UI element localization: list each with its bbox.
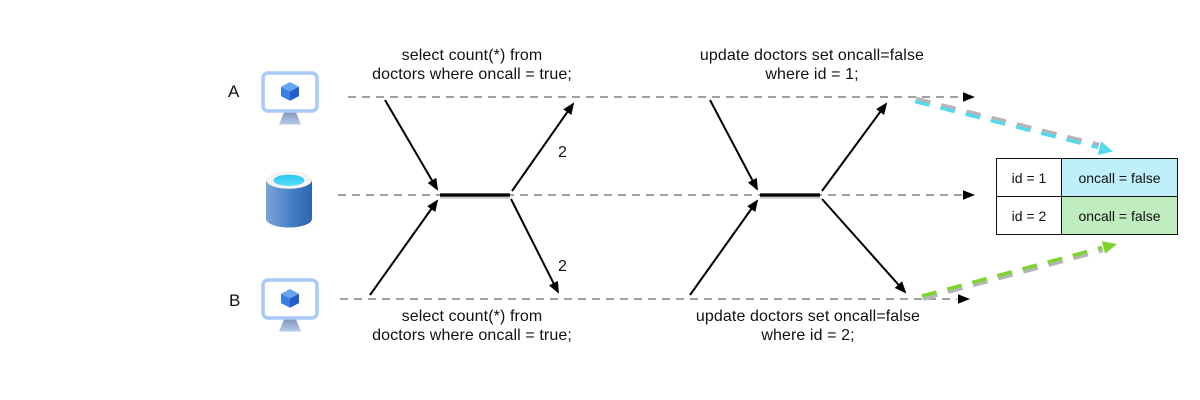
cube-glyph (281, 82, 299, 101)
client-a-monitor-icon (261, 71, 319, 125)
update-query-a-line1: update doctors set oncall=false (699, 47, 925, 64)
update-b-request-arrow (689, 199, 759, 296)
timeline-a-arrowhead (963, 92, 975, 102)
client-a-label: A (228, 82, 240, 101)
select-b-result-count: 2 (558, 258, 567, 275)
table-row: id = 1 oncall = false (996, 158, 1178, 197)
row2-id-cell: id = 2 (996, 196, 1062, 235)
row2-oncall-cell: oncall = false (1061, 196, 1178, 235)
select-query-b-line1: select count(*) from (401, 308, 543, 325)
result-arrow-b (921, 241, 1117, 301)
select-b-request-arrow (369, 199, 439, 296)
result-arrow-a-head (1097, 141, 1113, 155)
select-a-request-arrow (384, 99, 439, 191)
update-query-b-line2: where id = 2; (761, 327, 855, 344)
update-query-b-line1: update doctors set oncall=false (695, 308, 921, 325)
timeline-database (338, 190, 975, 200)
select-query-b: select count(*) from doctors where oncal… (332, 307, 612, 345)
update-query-a: update doctors set oncall=false where id… (672, 46, 952, 84)
result-arrow-b-head (1101, 241, 1117, 254)
update-a-request-arrow (709, 99, 758, 191)
timeline-client-a (348, 92, 975, 102)
select-a-response-arrow (511, 102, 575, 192)
result-table: id = 1 oncall = false id = 2 oncall = fa… (996, 158, 1178, 235)
select-query-a: select count(*) from doctors where oncal… (332, 46, 612, 84)
update-query-a-line2: where id = 1; (765, 66, 859, 83)
select-b-response-arrow (510, 198, 559, 294)
result-arrow-a (914, 96, 1113, 155)
select-a-result-count: 2 (558, 144, 567, 161)
update-a-response-arrow (821, 102, 888, 192)
update-b-response-arrow (821, 198, 907, 294)
database-cylinder-icon (266, 171, 312, 228)
client-b-monitor-icon (261, 278, 319, 332)
row1-oncall-cell: oncall = false (1061, 158, 1178, 197)
select-query-a-line1: select count(*) from (401, 47, 543, 64)
timeline-b-arrowhead (958, 294, 970, 304)
cube-glyph (281, 289, 299, 308)
select-query-b-line2: doctors where oncall = true; (372, 327, 572, 344)
table-row: id = 2 oncall = false (996, 196, 1178, 235)
select-query-a-line2: doctors where oncall = true; (372, 66, 572, 83)
row1-id-cell: id = 1 (996, 158, 1062, 197)
timeline-client-b (340, 294, 970, 304)
client-b-label: B (229, 291, 241, 310)
timeline-db-arrowhead (963, 190, 975, 200)
update-query-b: update doctors set oncall=false where id… (668, 307, 948, 345)
